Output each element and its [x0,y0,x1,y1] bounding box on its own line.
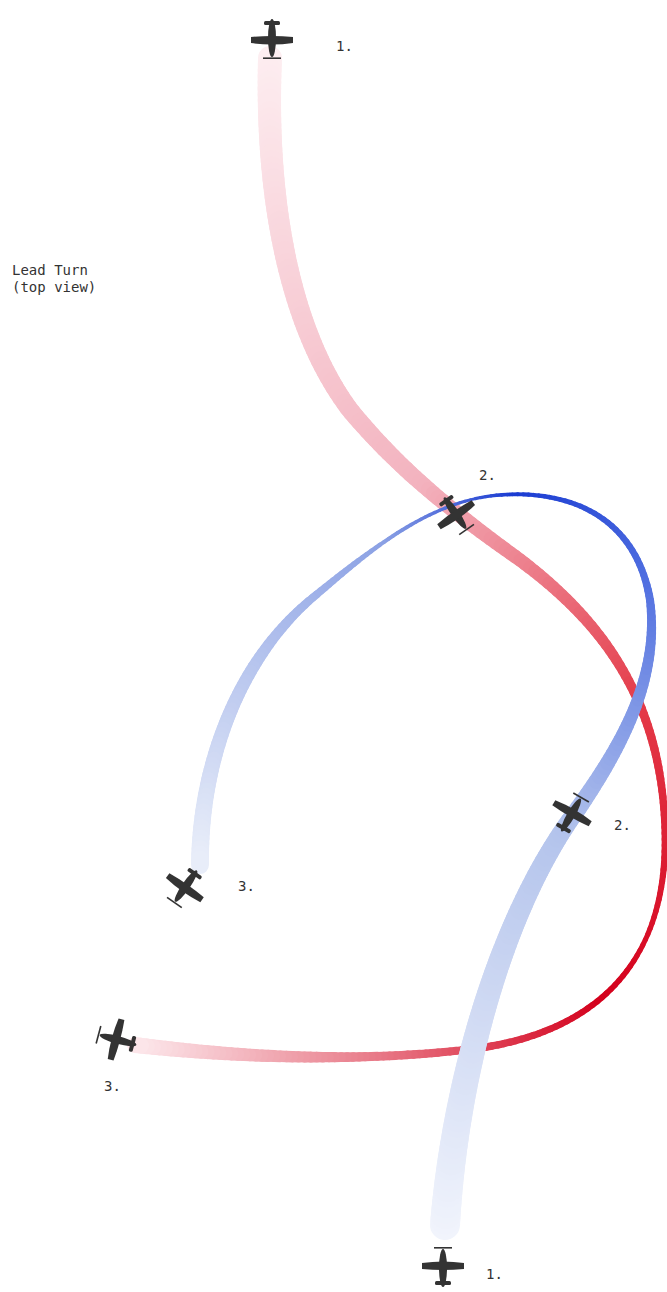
callout-number: 3. [236,878,257,895]
callout-number: 1. [484,1266,505,1283]
blue-plane-end [157,858,214,915]
ribbon-segment [191,860,209,865]
callout-number: 3. [102,1078,123,1095]
blue-track-guide [200,494,652,1225]
red-plane-mid [427,485,484,542]
red-plane-end [92,1014,142,1065]
red-track-guide [135,58,665,1057]
flight-paths [135,58,665,1225]
blue-ribbon [200,494,652,1225]
aircraft [92,19,599,1287]
red-ribbon [135,58,665,1057]
callout-number: 2. [477,467,498,484]
blue-plane-mid [543,786,599,842]
blue-plane-start [422,1247,464,1287]
callout-number: 2. [612,817,633,834]
diagram-title: Lead Turn (top view) [12,262,107,296]
callout-number: 1. [334,38,355,55]
red-plane-start [251,19,293,59]
